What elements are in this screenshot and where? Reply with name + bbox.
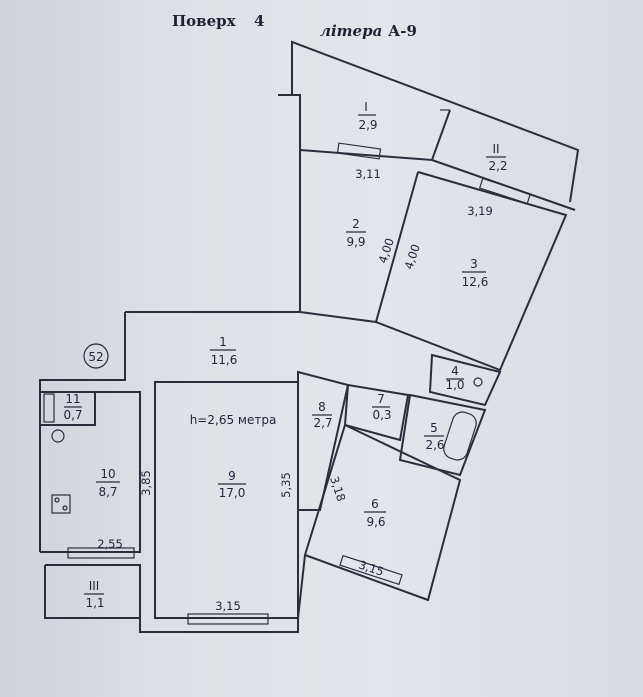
room-11: 11 0,7: [63, 392, 82, 422]
window-II: [478, 177, 532, 205]
room-area: 0,3: [372, 408, 391, 422]
room-area: 8,7: [98, 485, 117, 499]
window-I: [336, 142, 382, 160]
stamp-number: 52: [88, 350, 103, 364]
room-area: 2,9: [358, 118, 377, 132]
room-area: 11,6: [211, 353, 238, 367]
room-number: 5: [430, 421, 438, 435]
room-number: 6: [371, 497, 379, 511]
dim-3-85: 3,85: [139, 470, 153, 496]
room-4-wall: [428, 353, 502, 407]
dim-5-35: 5,35: [279, 472, 293, 498]
room-10-wall: [40, 391, 141, 553]
room-number: 10: [100, 467, 115, 481]
room-9: 9 17,0: [218, 469, 246, 500]
room-7-wall: [343, 383, 410, 442]
corridor-left-wall: [39, 312, 126, 552]
stove-icon: [51, 494, 71, 514]
room-area: 0,7: [63, 408, 82, 422]
room-2-walls: [299, 150, 419, 324]
room-number: 2: [352, 217, 360, 231]
toilet-icon: [473, 377, 483, 387]
room-number: 11: [65, 392, 80, 406]
room-area: 12,6: [462, 275, 489, 289]
room-area: 1,1: [85, 596, 104, 610]
room-number: III: [89, 579, 100, 593]
dim-4-00-b: 4,00: [402, 242, 423, 271]
room-area: 2,2: [488, 159, 507, 173]
room-number: I: [364, 100, 368, 114]
room-III-left-wall: [44, 565, 140, 619]
dim-3-15-room9: 3,15: [215, 599, 241, 613]
room-III-wall: [45, 564, 299, 633]
room-area: 9,9: [346, 235, 365, 249]
dim-3-19: 3,19: [467, 204, 493, 218]
room-area: 9,6: [366, 515, 385, 529]
dim-2-55: 2,55: [97, 537, 123, 551]
window-10: [67, 547, 135, 559]
radiator-icon: [43, 393, 55, 423]
window-6: [339, 554, 403, 586]
room-3: 3 12,6: [462, 257, 489, 289]
floor-number: 4: [254, 12, 265, 30]
room-5: 5 2,6: [424, 421, 445, 452]
room-6: 6 9,6: [364, 497, 386, 529]
letter-value: А-9: [388, 22, 417, 40]
room-III: III 1,1: [84, 579, 105, 610]
lower-right-wall: [297, 554, 306, 619]
room-number: 4: [451, 364, 459, 378]
room-number: 7: [377, 392, 385, 406]
room-area: 2,6: [425, 438, 444, 452]
room-1: 1 11,6: [210, 335, 237, 367]
room-I: I 2,9: [358, 100, 378, 132]
room-8: 8 2,7: [312, 400, 333, 430]
stamp-circle: [83, 343, 109, 369]
stove-burner-icon: [62, 505, 68, 511]
room-number: 8: [318, 400, 326, 414]
room-11-wall: [40, 391, 96, 426]
room-5-wall: [398, 393, 487, 477]
ceiling-height-note: h=2,65 метра: [190, 413, 277, 427]
room-6-wall: [303, 423, 462, 602]
room-number: 1: [219, 335, 227, 349]
floor-label: Поверх: [172, 12, 236, 30]
room-area: 17,0: [219, 486, 246, 500]
room-area: 2,7: [313, 416, 332, 430]
letter-label: літера: [320, 22, 383, 40]
bathtub-icon: [443, 411, 477, 461]
room-4: 4 1,0: [445, 364, 464, 392]
stove-burner-icon: [54, 497, 60, 503]
window-9: [187, 613, 269, 625]
room-7: 7 0,3: [372, 392, 392, 422]
room-number: 3: [470, 257, 478, 271]
sink-icon: [51, 429, 65, 443]
outer-wall-top-balcony: [278, 40, 580, 203]
room-area: 1,0: [445, 378, 464, 392]
room-2: 2 9,9: [346, 217, 366, 249]
dim-3-11: 3,11: [355, 167, 381, 181]
room-number: II: [492, 142, 499, 156]
room-II: II 2,2: [486, 142, 508, 173]
room-3-walls: [375, 171, 568, 372]
room-10: 10 8,7: [96, 467, 120, 499]
room-number: 9: [228, 469, 236, 483]
dim-3-18: 3,18: [327, 474, 348, 503]
